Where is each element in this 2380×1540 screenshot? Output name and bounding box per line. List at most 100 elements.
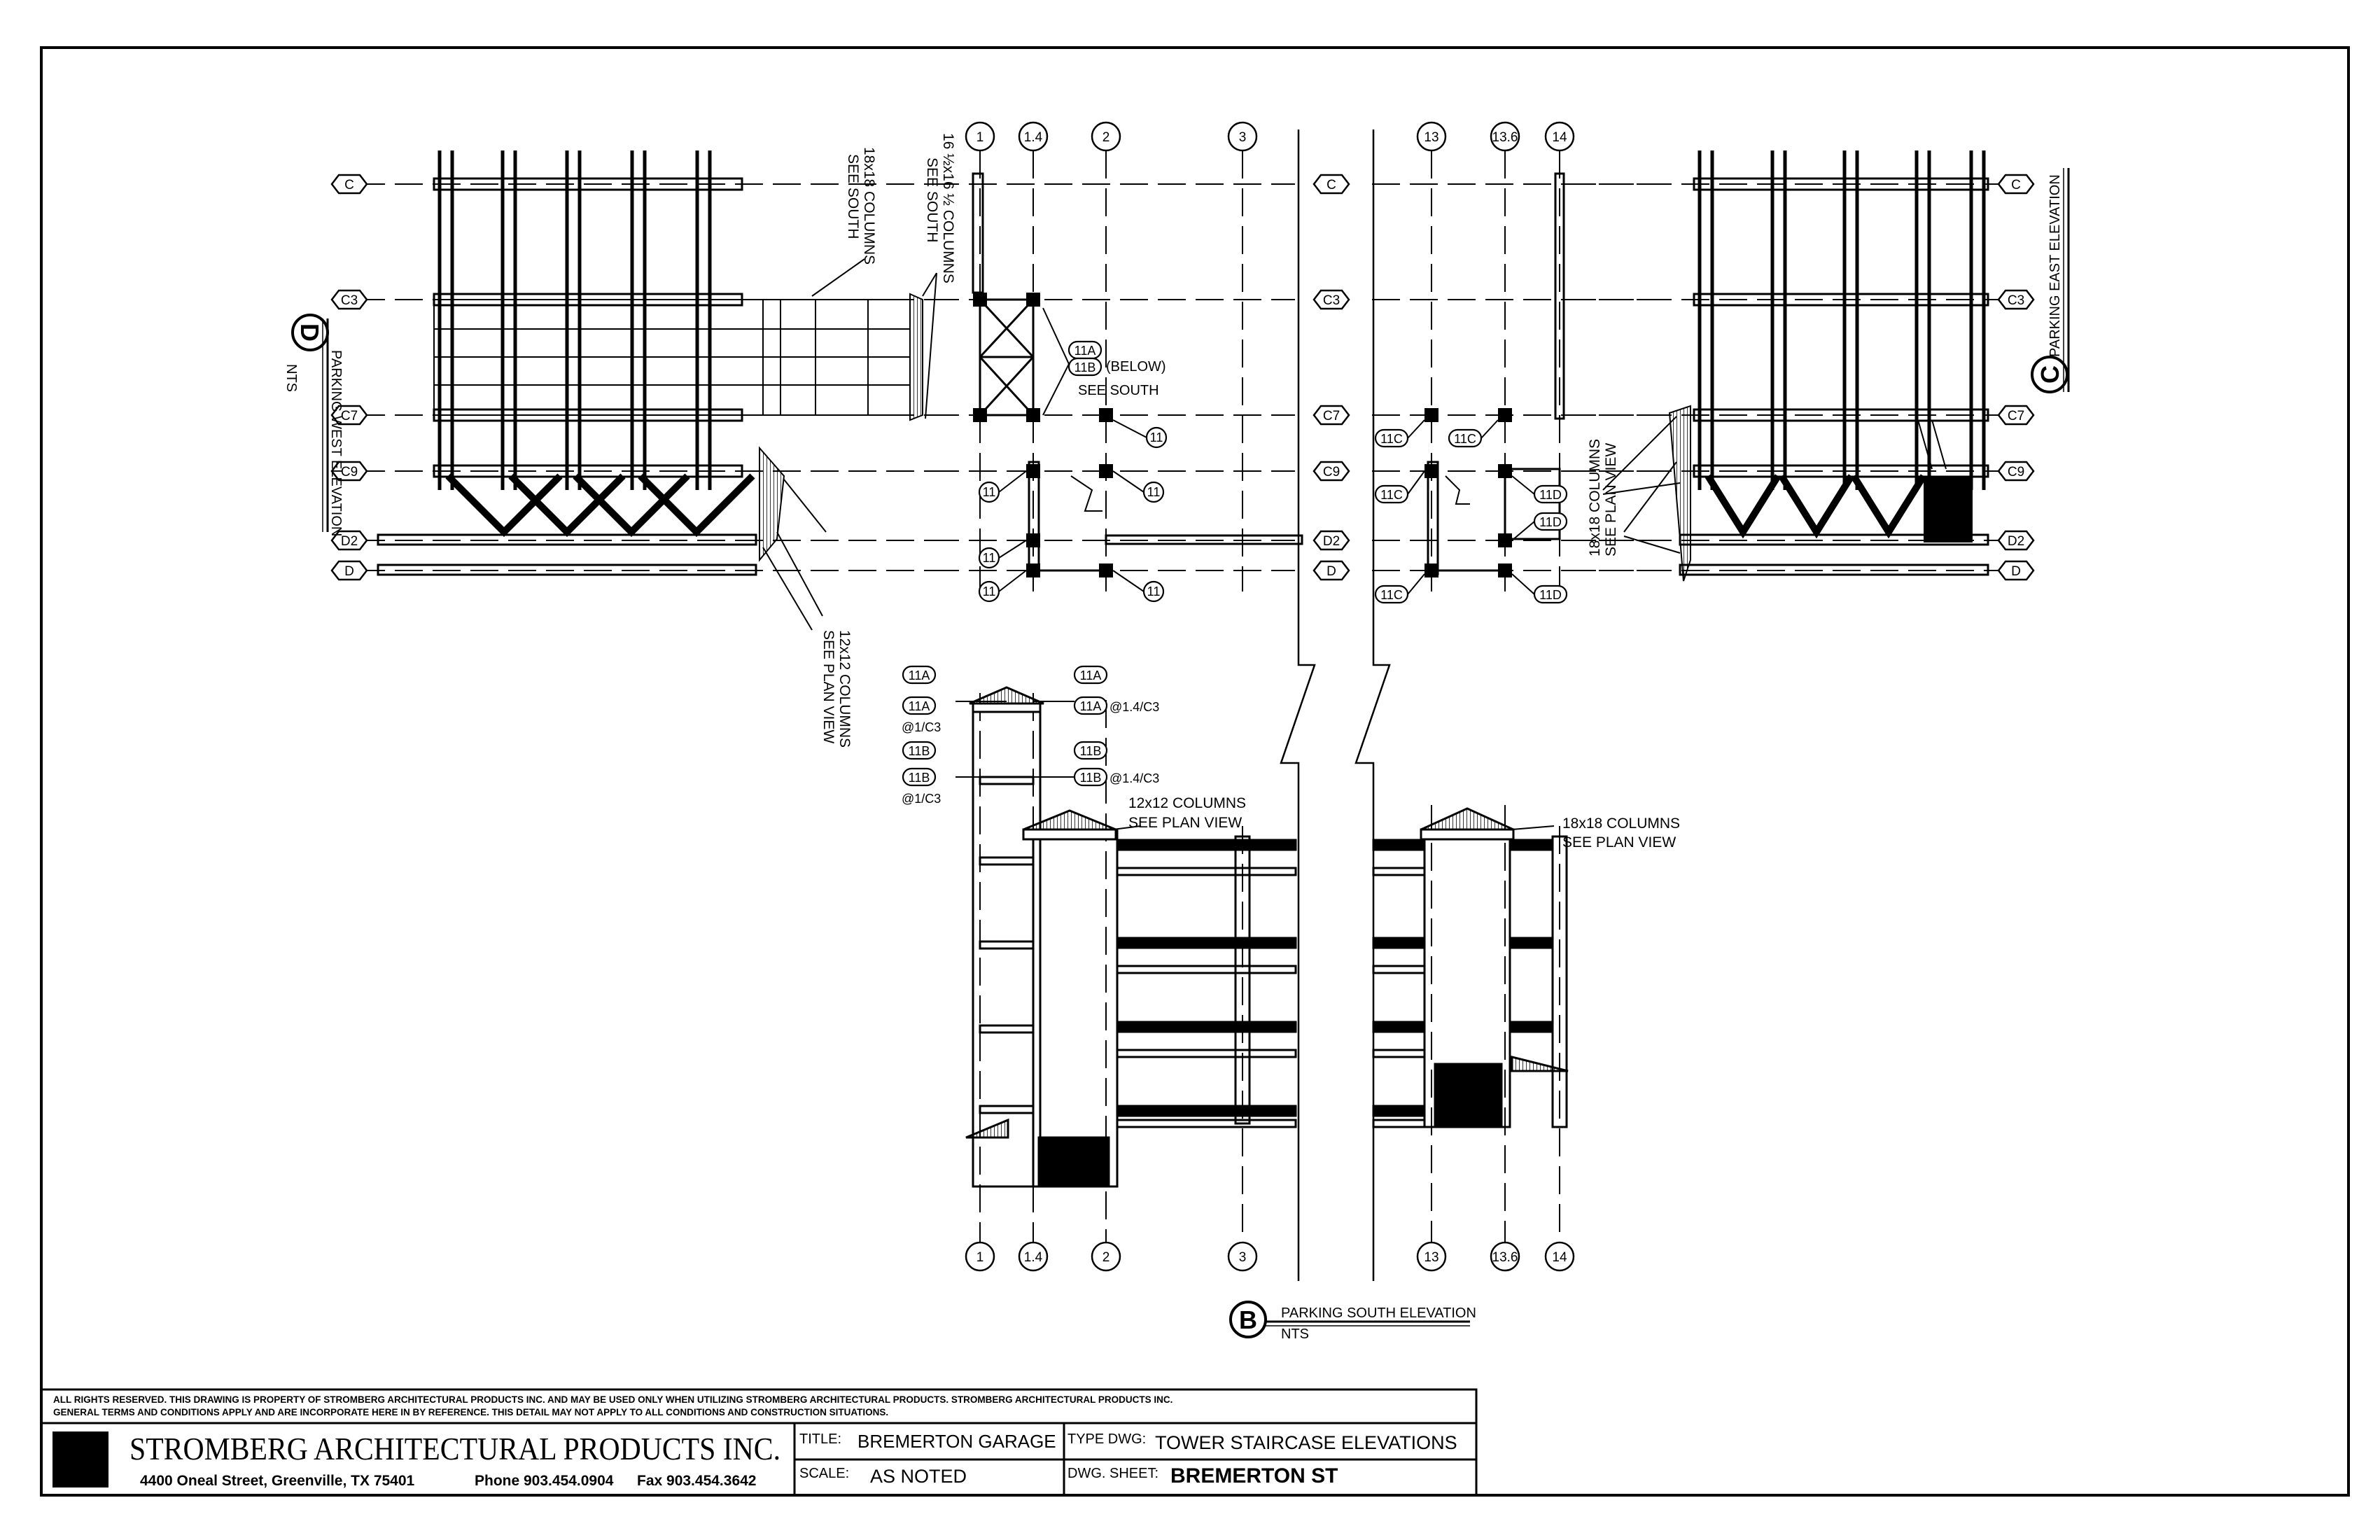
east-row-label-d: D xyxy=(2011,564,2021,579)
plan-leaders-left xyxy=(998,307,1147,592)
east-row-tags xyxy=(1997,174,2035,581)
west-view-letter: D xyxy=(295,323,324,342)
west-braces xyxy=(445,473,755,538)
plan-leaders-right xyxy=(1407,419,1535,595)
plan-column-lines xyxy=(979,150,1560,592)
south-tags xyxy=(902,665,1108,787)
west-row-label-d: D xyxy=(344,564,354,579)
east-note-18x18-line2: SEE PLAN VIEW xyxy=(1603,443,1619,556)
top-col-label-13: 13 xyxy=(1424,130,1438,145)
south-tag-11b-3: 11B xyxy=(1080,744,1102,758)
plan-tag-11-c7: 11 xyxy=(1150,430,1163,444)
type-value: TOWER STAIRCASE ELEVATIONS xyxy=(1155,1432,1457,1453)
plan-tag-11-d-a: 11 xyxy=(983,584,996,598)
south-tag-11b-4: 11B xyxy=(1080,771,1102,785)
south-ref-a-right: @1.4/C3 xyxy=(1110,700,1159,714)
south-floors-left xyxy=(1116,835,1297,1128)
south-view-tag xyxy=(1229,1301,1470,1338)
south-tower-left xyxy=(965,686,1119,1188)
south-note-12x12-line1: 12x12 COLUMNS xyxy=(1128,795,1246,811)
plan-tags-right xyxy=(1374,428,1568,604)
plan-note-see-south: SEE SOUTH xyxy=(1078,383,1159,398)
east-row-label-d2: D2 xyxy=(2008,534,2024,549)
bottom-col-label-2: 2 xyxy=(1102,1250,1110,1265)
east-elevation xyxy=(1568,150,2016,582)
west-note-12x12-line2: SEE PLAN VIEW xyxy=(820,630,836,743)
south-note-12x12-line2: SEE PLAN VIEW xyxy=(1128,815,1242,831)
plan-row-label-c7: C7 xyxy=(1323,409,1340,424)
plan-tag-11d-b: 11D xyxy=(1539,515,1562,529)
east-row-label-c3: C3 xyxy=(2008,293,2024,308)
south-tag-11a-1: 11A xyxy=(909,668,930,682)
south-tag-11a-4: 11A xyxy=(1080,699,1102,713)
scale-value: AS NOTED xyxy=(870,1466,967,1487)
south-elevation xyxy=(955,686,1569,1242)
east-posts xyxy=(1698,150,1986,490)
south-tag-11a-3: 11A xyxy=(1080,668,1102,682)
plan-tag-11a-left: 11A xyxy=(1074,344,1096,358)
company-phone: Phone 903.454.0904 xyxy=(475,1473,614,1489)
east-stair-block xyxy=(1924,476,1973,542)
west-note-12x12-line1: 12x12 COLUMNS xyxy=(836,630,853,748)
south-tag-11b-2: 11B xyxy=(909,771,930,785)
south-view-title: PARKING SOUTH ELEVATION xyxy=(1281,1306,1476,1321)
company-name: STROMBERG ARCHITECTURAL PRODUCTS INC. xyxy=(130,1431,780,1466)
south-floors-right xyxy=(1372,839,1554,1128)
rights-line1: ALL RIGHTS RESERVED. THIS DRAWING IS PRO… xyxy=(53,1394,1172,1405)
south-note-18x18-line2: SEE PLAN VIEW xyxy=(1562,834,1676,850)
west-view-tag xyxy=(291,314,329,532)
east-note-18x18-line1: 18x18 COLUMNS xyxy=(1587,439,1603,556)
plan-tag-11c-c: 11C xyxy=(1380,488,1403,502)
west-view-scale: NTS xyxy=(284,364,299,392)
south-leaders xyxy=(955,701,1555,830)
west-row-label-d2: D2 xyxy=(341,534,358,549)
east-braces xyxy=(1704,474,1927,539)
plan-tag-11-d2: 11 xyxy=(983,551,996,565)
title-block xyxy=(40,1388,1478,1497)
bottom-col-label-13: 13 xyxy=(1424,1250,1438,1265)
bottom-col-label-3: 3 xyxy=(1239,1250,1247,1265)
south-tag-11b-1: 11B xyxy=(909,744,930,758)
title-label: TITLE: xyxy=(799,1432,841,1447)
west-leaders xyxy=(762,258,937,631)
top-col-label-13-6: 13.6 xyxy=(1492,130,1518,145)
east-row-label-c7: C7 xyxy=(2008,409,2024,424)
plan-tag-11c-d: 11C xyxy=(1380,588,1403,602)
bottom-col-label-13-6: 13.6 xyxy=(1492,1250,1518,1265)
plan-tags-left xyxy=(978,340,1168,603)
top-col-label-2: 2 xyxy=(1102,130,1110,145)
east-row-label-c: C xyxy=(2011,178,2021,192)
plan-grid xyxy=(931,130,1673,1281)
plan-row-label-c9: C9 xyxy=(1323,465,1340,479)
east-view-letter: C xyxy=(2036,365,2064,384)
sheet-value: BREMERTON ST xyxy=(1170,1464,1338,1488)
rights-line2: GENERAL TERMS AND CONDITIONS APPLY AND A… xyxy=(53,1407,888,1418)
south-ref-b-left: @1/C3 xyxy=(902,792,941,806)
plan-row-label-d2: D2 xyxy=(1323,534,1340,549)
sheet-border xyxy=(40,46,2350,1497)
plan-row-label-d: D xyxy=(1326,564,1336,579)
top-col-label-14: 14 xyxy=(1552,130,1567,145)
south-tag-11a-2: 11A xyxy=(909,699,930,713)
south-view-scale: NTS xyxy=(1281,1326,1309,1342)
plan-tag-11b-left: 11B xyxy=(1074,360,1096,374)
east-view-title: PARKING EAST ELEVATION xyxy=(2047,174,2063,357)
west-note-16x16-line2: SEE SOUTH xyxy=(924,158,940,242)
title-value: BREMERTON GARAGE xyxy=(858,1431,1056,1452)
top-col-label-1: 1 xyxy=(976,130,984,145)
plan-tag-11d-a: 11D xyxy=(1539,488,1562,502)
plan-row-lines xyxy=(931,183,1673,571)
company-fax: Fax 903.454.3642 xyxy=(637,1473,756,1489)
west-row-label-c7: C7 xyxy=(341,409,358,424)
west-row-label-c9: C9 xyxy=(341,465,358,479)
east-leaders xyxy=(1602,416,1681,554)
plan-tag-11-c9-a: 11 xyxy=(983,485,996,499)
plan-row-tags xyxy=(1312,174,1350,581)
plan-tag-11c-a: 11C xyxy=(1380,432,1403,446)
plan-tag-11d-c: 11D xyxy=(1539,588,1562,602)
east-view-tag xyxy=(2031,168,2070,393)
plan-row-label-c: C xyxy=(1326,178,1336,192)
south-note-18x18-line1: 18x18 COLUMNS xyxy=(1562,816,1680,832)
south-view-letter: B xyxy=(1239,1306,1257,1334)
